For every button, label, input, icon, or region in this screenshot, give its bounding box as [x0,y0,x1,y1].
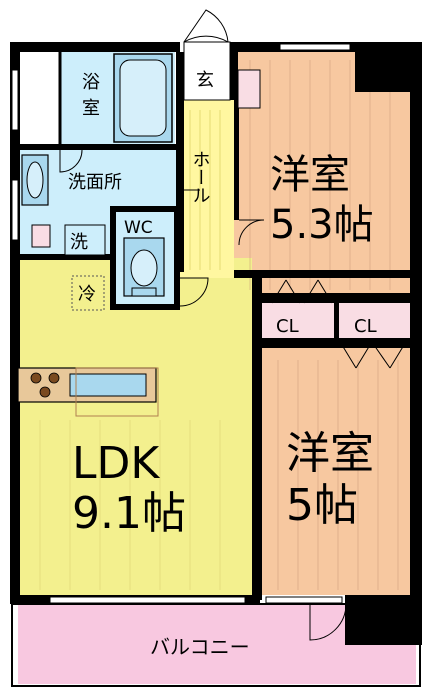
hall-label: ホール [190,150,211,204]
bath-label-2: 室 [82,98,100,119]
bedroom-bottom-label-2: 5帖 [286,480,358,531]
fridge-label: 冷 [78,284,96,305]
shoe-cabinet [237,69,261,109]
bathtub-icon [113,53,173,143]
stove-icon [30,372,60,398]
ldk-label-2: 9.1帖 [72,488,186,539]
closet-right-label: CL [354,316,377,337]
washer-label: 洗 [70,232,88,253]
windows [11,43,351,604]
ldk-label-1: LDK [72,438,160,489]
bedroom-top-label-2: 5.3帖 [270,202,374,248]
bath-label-1: 浴 [82,72,100,93]
wash-storage [31,224,51,248]
bedroom-bottom-label-1: 洋室 [286,428,374,479]
balcony-label: バルコニー [150,635,250,659]
balcony-outline [11,603,421,687]
bedroom-top-label-1: 洋室 [270,152,350,198]
toilet-icon [123,237,165,297]
door-swings[interactable] [59,149,405,641]
hall-floor [180,100,234,278]
ldk-floor [18,258,252,595]
washbasin-icon [21,154,49,206]
closet-left-label: CL [276,316,299,337]
fridge-space [71,275,105,311]
wc-label: WC [124,218,153,238]
washer-pan [64,224,106,256]
entrance-door-icon[interactable] [183,9,231,101]
washroom-label: 洗面所 [68,172,122,193]
ldk-grain [39,420,221,590]
kitchen-counter [17,367,159,417]
entrance-label: 玄 [196,70,214,91]
